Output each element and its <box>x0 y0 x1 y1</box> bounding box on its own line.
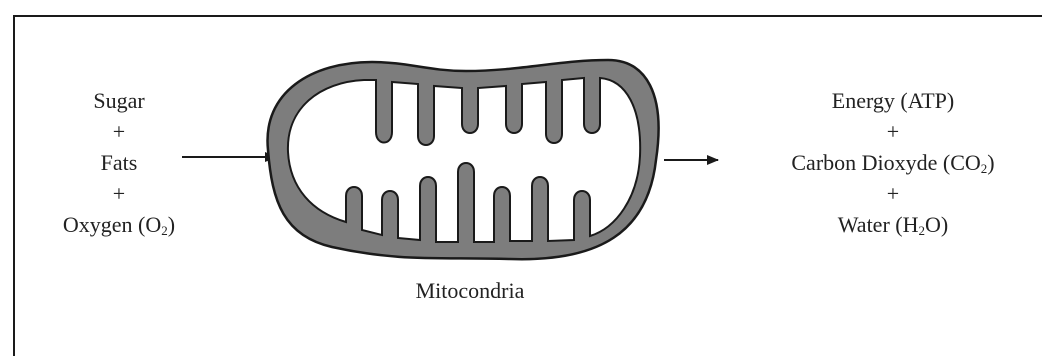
mitochondria-caption: Mitocondria <box>380 278 560 304</box>
mitochondria-illustration <box>268 60 659 259</box>
